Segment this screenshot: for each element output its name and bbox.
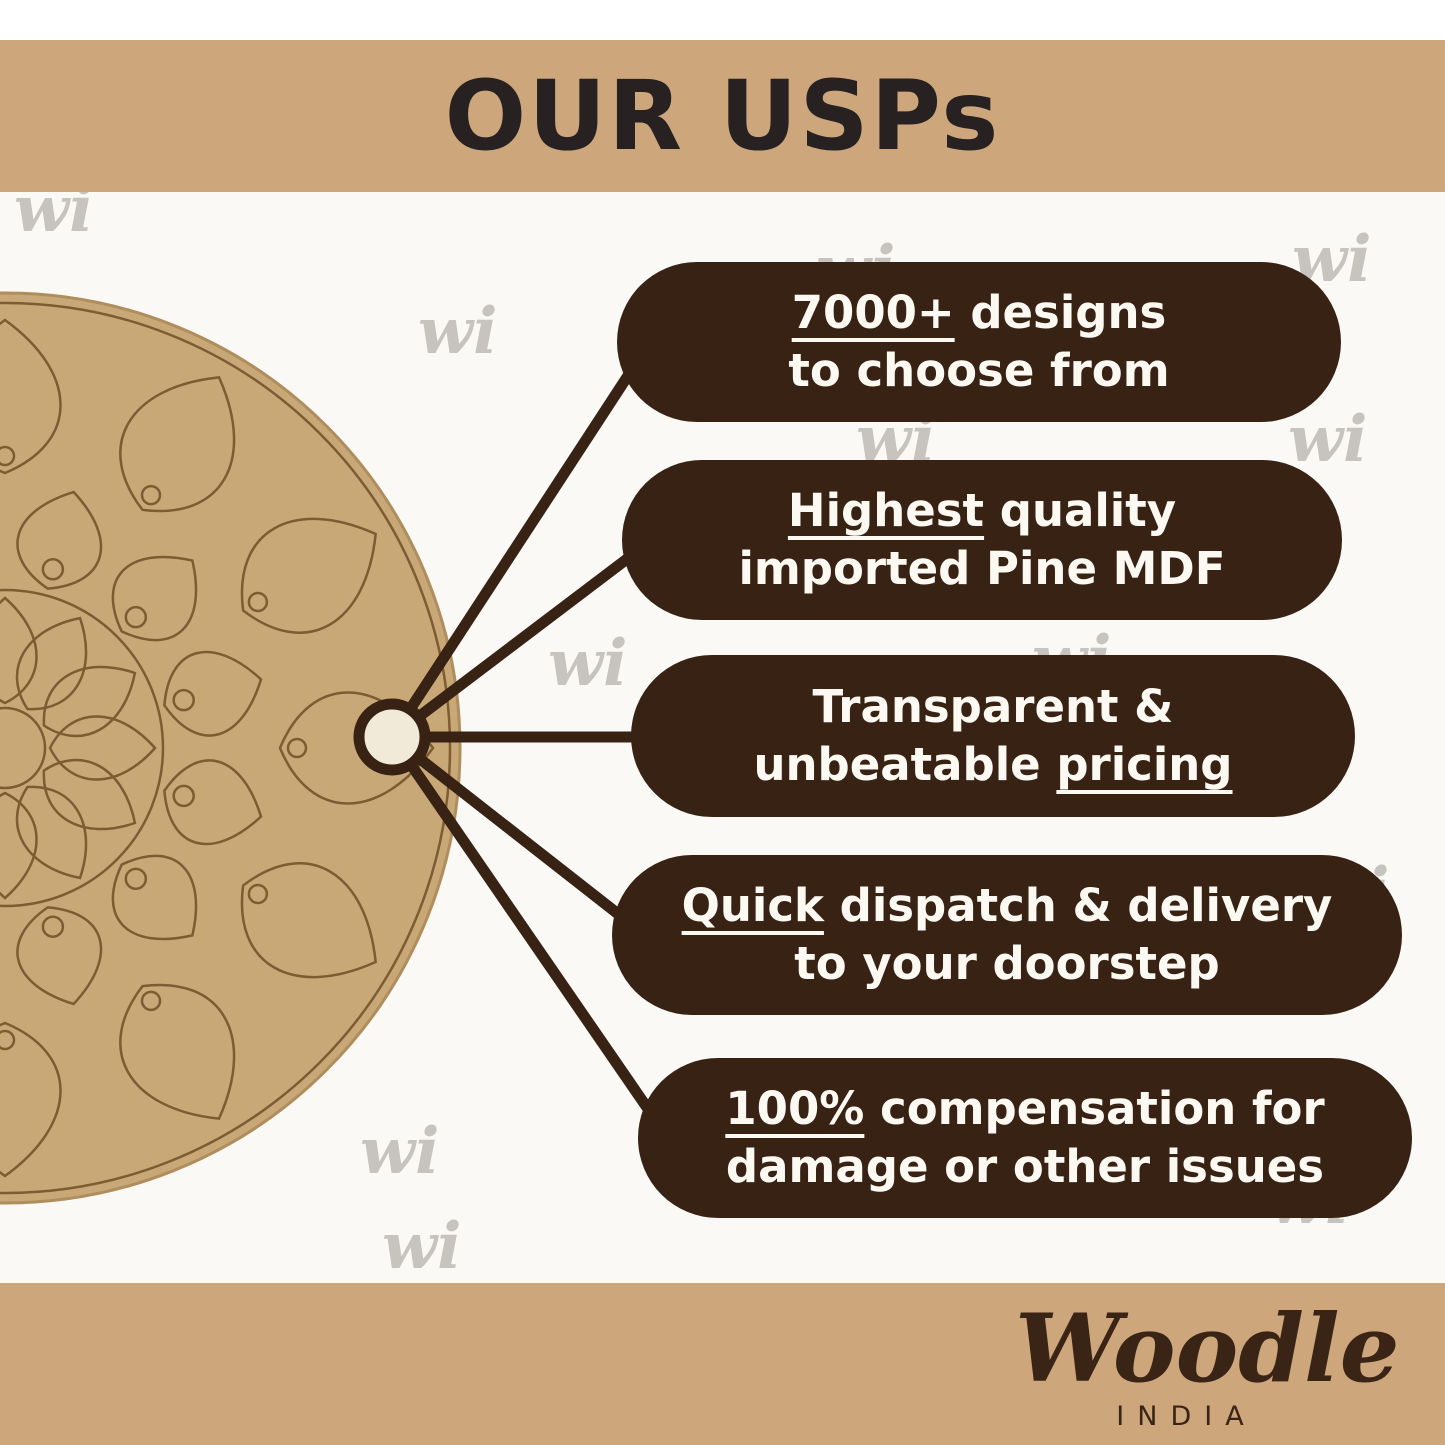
usp-pill-quality: Highest quality imported Pine MDF [622, 460, 1342, 620]
bottom-banner [0, 1283, 1445, 1445]
brand-name: Woodle [1015, 1294, 1400, 1404]
usp-text: to your doorstep [794, 937, 1220, 990]
page-title: OUR USPs [444, 60, 1001, 172]
usp-text: unbeatable pricing [753, 738, 1233, 791]
watermark-wi: wi [382, 1209, 462, 1284]
usp-text: 100% compensation for [725, 1081, 1325, 1135]
usp-pill-dispatch: Quick dispatch & delivery to your doorst… [612, 855, 1402, 1015]
usp-text: damage or other issues [725, 1140, 1325, 1193]
watermark-wi: wi [548, 626, 628, 701]
brand-logo: Woodle INDIA [1015, 1294, 1400, 1432]
usp-text: Transparent & [812, 679, 1174, 733]
watermark-wi: wi [1288, 402, 1368, 477]
usp-text: to choose from [788, 344, 1170, 397]
top-banner: OUR USPs [0, 40, 1445, 192]
usp-pill-pricing: Transparent & unbeatable pricing [631, 655, 1355, 817]
usp-text: imported Pine MDF [738, 542, 1226, 595]
mandala-board-image [0, 291, 462, 1205]
brand-country: INDIA [1116, 1400, 1257, 1432]
usp-pill-designs: 7000+ designs to choose from [617, 262, 1341, 422]
usp-text: 7000+ designs [791, 285, 1167, 339]
usp-text: Highest quality [787, 483, 1177, 537]
usp-pill-compensation: 100% compensation for damage or other is… [638, 1058, 1412, 1218]
usp-text: Quick dispatch & delivery [681, 878, 1333, 932]
